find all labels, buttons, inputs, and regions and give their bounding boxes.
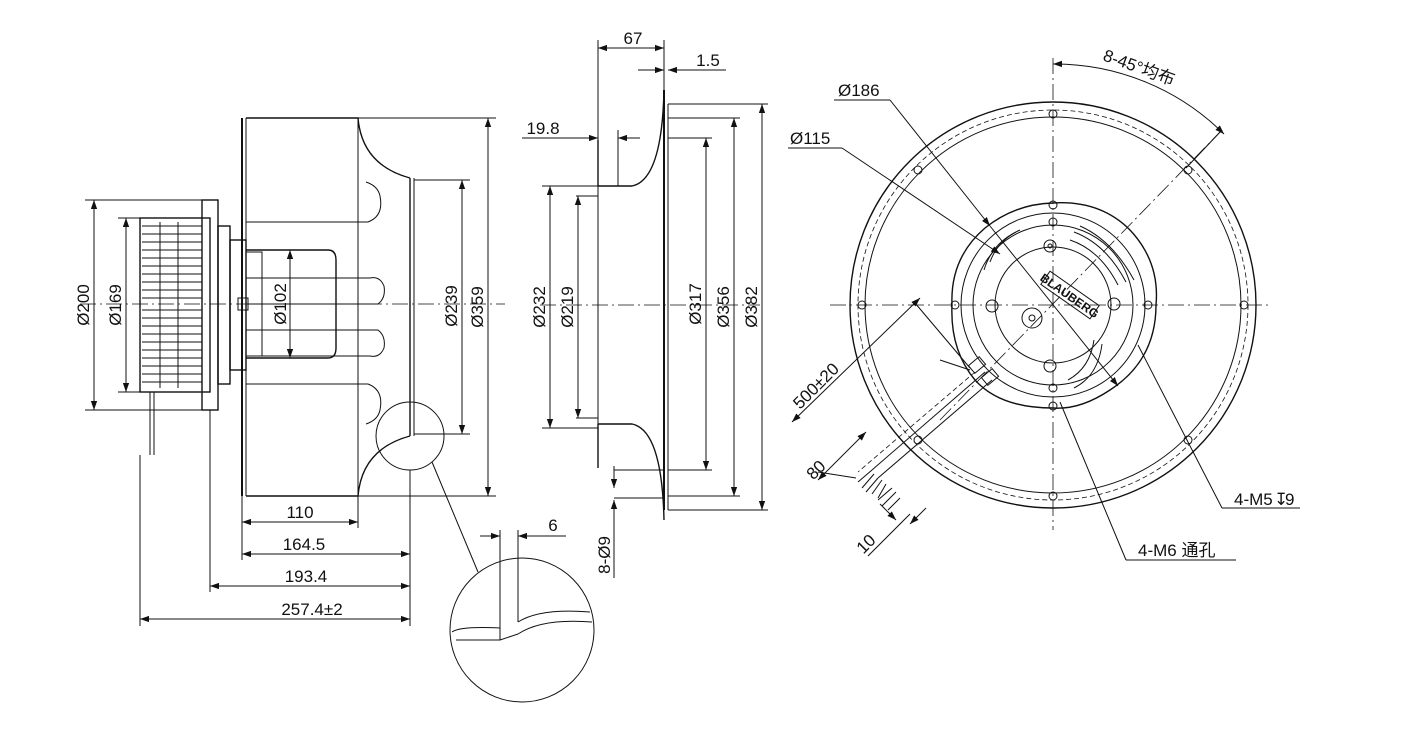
dim-d232: Ø232 [530,286,549,328]
dim-d102: Ø102 [271,283,290,325]
dim-d115: Ø115 [790,129,830,148]
dim-cable: 500±20 [789,359,842,412]
dim-c80: 80 [803,457,830,484]
dim-m5depth: 9 [1285,490,1294,509]
dim-m5: 4-M5 [1234,490,1273,509]
dim-d219: Ø219 [558,286,577,328]
dim-len193: 193.4 [285,567,328,586]
dim-d169: Ø169 [106,284,125,326]
detail-view: 6 [449,516,595,703]
side-horizontal-dims: 110 164.5 193.4 257.4±2 [139,410,411,626]
dim-len110: 110 [286,503,313,522]
dim-t15: 1.5 [696,51,720,70]
dim-d359: Ø359 [468,286,487,328]
impeller [241,117,415,497]
front-view: BLAUBERG [788,46,1300,561]
detail-circle [449,557,595,703]
inlet-ring-view: 67 1.5 19.8 Ø232 Ø219 Ø317 [522,29,768,578]
dim-len257: 257.4±2 [281,600,342,619]
dim-d200: Ø200 [74,284,93,326]
front-cable [857,355,1000,511]
dim-c10: 10 [853,531,880,558]
dim-d186: Ø186 [838,81,880,100]
depth-symbol: ↧ [1274,490,1288,509]
logo-strip: BLAUBERG [1038,270,1102,321]
dim-d356: Ø356 [714,286,733,328]
dim-d382: Ø382 [742,286,761,328]
front-diag-center-line [939,129,1223,421]
dim-t6: 6 [548,516,557,535]
logo-text: BLAUBERG [1038,271,1102,321]
dim-d317: Ø317 [686,283,705,325]
dim-angle: 8-45°均布 [1101,46,1178,89]
dim-d198: 19.8 [526,119,559,138]
detail-leader [431,461,479,573]
dim-m6: 4-M6 通孔 [1138,541,1215,560]
side-vertical-dims: Ø200 Ø169 Ø102 Ø239 Ø359 [74,117,496,497]
dim-len164: 164.5 [283,535,326,554]
dim-holes: 8-Ø9 [595,536,614,574]
motor-heatsink [139,199,337,455]
side-view: Ø200 Ø169 Ø102 Ø239 Ø359 110 [74,117,505,626]
inlet-dims: 67 1.5 19.8 Ø232 Ø219 Ø317 [522,29,768,578]
dim-d239: Ø239 [442,285,461,327]
dim-w67: 67 [624,29,643,48]
